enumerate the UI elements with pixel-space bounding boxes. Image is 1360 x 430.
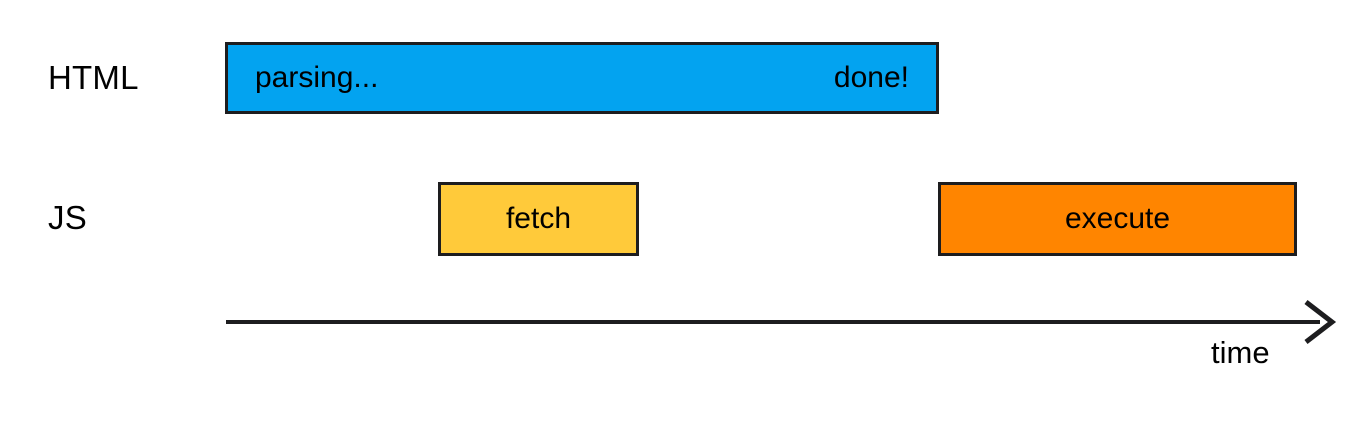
row-label-html: HTML: [48, 59, 139, 96]
bar-label-execute: execute: [1064, 202, 1171, 235]
bar-js-fetch: fetch: [438, 182, 639, 256]
axis-arrowhead: [1304, 300, 1337, 344]
bar-label-fetch: fetch: [505, 202, 572, 235]
bar-js-execute: execute: [938, 182, 1297, 256]
row-label-js: JS: [48, 199, 87, 236]
axis-caption-time: time: [1211, 335, 1270, 370]
bar-label-parsing: parsing...: [255, 61, 379, 94]
bar-html-parsing: parsing... done!: [225, 42, 939, 114]
bar-label-done: done!: [833, 61, 909, 94]
time-axis-arrow: [226, 300, 1337, 344]
